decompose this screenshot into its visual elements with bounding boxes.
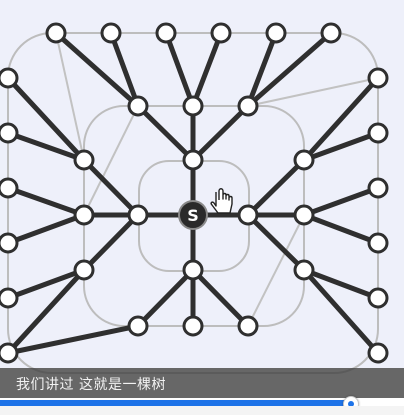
root-node: S [178, 200, 208, 230]
tree-node [73, 204, 95, 226]
tree-edge [135, 103, 196, 163]
tree-node [293, 259, 315, 281]
tree-node [155, 22, 177, 44]
tree-node [0, 342, 19, 364]
tree-edge [245, 157, 307, 218]
tree-node [182, 259, 204, 281]
tree-edge [53, 30, 141, 109]
player-controls-strip [0, 406, 404, 415]
hand-cursor-icon [210, 188, 233, 214]
thin-connector [247, 77, 379, 107]
tree-edge [301, 267, 381, 356]
tree-edge [81, 157, 141, 218]
progress-fill [0, 400, 352, 406]
tree-node [367, 67, 389, 89]
tree-node [265, 22, 287, 44]
tree-edge [108, 30, 141, 109]
tree-edge [190, 103, 251, 163]
tree-node [127, 315, 149, 337]
thin-connector [83, 105, 139, 216]
thin-connector [247, 214, 305, 327]
tree-edge [135, 267, 196, 329]
tree-node [367, 232, 389, 254]
tree-edge [245, 30, 334, 109]
tree-node [320, 22, 342, 44]
tree-edge [301, 75, 381, 163]
tree-edge [81, 212, 141, 273]
tree-node [0, 287, 19, 309]
tree-edge [301, 212, 381, 246]
tree-edge [245, 212, 307, 273]
tree-edge [163, 30, 196, 109]
tree-edge [190, 30, 224, 109]
tree-node [100, 22, 122, 44]
tree-edge [190, 267, 251, 329]
tree-edge [5, 212, 87, 246]
tree-edge [301, 267, 381, 301]
tree-node [73, 149, 95, 171]
tree-edge [5, 267, 87, 301]
tree-edge [5, 267, 87, 356]
tree-edge [245, 30, 279, 109]
tree-node [237, 95, 259, 117]
tree-node [367, 342, 389, 364]
tree-node [182, 95, 204, 117]
tree-node [0, 177, 19, 199]
tree-node [0, 67, 19, 89]
root-label: S [187, 206, 199, 225]
thin-connector [55, 32, 85, 161]
tree-edge [301, 130, 381, 163]
tree-node [367, 287, 389, 309]
tree-node [237, 315, 259, 337]
tree-node [127, 204, 149, 226]
tree-edge [5, 75, 87, 163]
tree-node [127, 95, 149, 117]
subtitle-bar: 我们讲过 这就是一棵树 [0, 368, 404, 398]
tree-node [293, 149, 315, 171]
tree-node [73, 259, 95, 281]
tree-edge [5, 323, 141, 356]
tree-node [182, 149, 204, 171]
tree-node [367, 122, 389, 144]
tree-node [45, 22, 67, 44]
tree-edge [301, 185, 381, 218]
tree-node [210, 22, 232, 44]
tree-edge [5, 185, 87, 218]
tree-nodes [0, 22, 389, 364]
tree-node [367, 177, 389, 199]
tree-node [0, 232, 19, 254]
tree-edge [5, 130, 87, 163]
tree-node [237, 204, 259, 226]
tree-node [182, 315, 204, 337]
tree-node [293, 204, 315, 226]
subtitle-text: 我们讲过 这就是一棵树 [16, 377, 166, 393]
tree-node [0, 122, 19, 144]
